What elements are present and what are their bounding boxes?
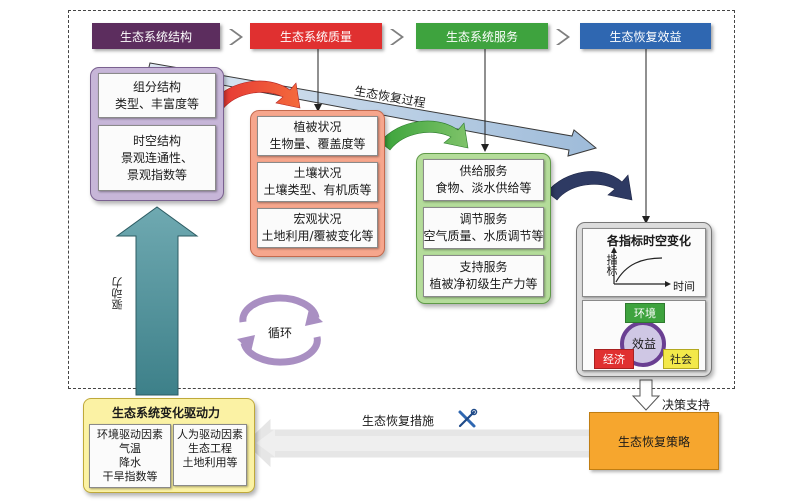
economy-tag: 经济 — [594, 349, 634, 369]
chevron-icon-2 — [390, 29, 404, 45]
driver-human-box: 人为驱动因素 生态工程 土地利用等 — [173, 424, 247, 486]
header-structure: 生态系统结构 — [92, 23, 220, 49]
driving-force-label: 驱动力 — [111, 277, 124, 310]
trend-chart-icon — [611, 247, 671, 287]
structure-component-box: 组分结构 类型、丰富度等 — [98, 73, 216, 118]
quality-macro-box: 宏观状况 土地利用/覆被变化等 — [257, 208, 378, 248]
header-benefit: 生态恢复效益 — [580, 23, 711, 49]
service-regulation-box: 调节服务 空气质量、水质调节等 — [423, 207, 544, 249]
trend-y-label: 指标 — [605, 254, 618, 276]
structure-spatiotemporal-box: 时空结构 景观连通性、 景观指数等 — [98, 125, 216, 191]
driver-title: 生态系统变化驱动力 — [112, 406, 221, 420]
cycle-arrow-bottom — [240, 336, 321, 366]
decision-arrow — [631, 379, 661, 411]
service-support-box: 支持服务 植被净初级生产力等 — [423, 255, 544, 297]
driving-force-arrow — [115, 206, 199, 396]
driver-env-box: 环境驱动因素 气温 降水 干旱指数等 — [89, 424, 171, 488]
chevron-icon-1 — [229, 29, 243, 45]
quality-soil-box: 土壤状况 土壤类型、有机质等 — [257, 162, 378, 202]
restoration-measures-label: 生态恢复措施 — [362, 414, 435, 428]
strategy-box: 生态恢复策略 — [589, 412, 719, 470]
society-tag: 社会 — [663, 349, 699, 369]
cycle-arrow-top — [239, 294, 320, 323]
benefit-trend-box — [582, 228, 706, 297]
trend-x-label: 时间 — [673, 280, 695, 293]
dashed-frame — [68, 10, 735, 389]
service-provision-box: 供给服务 食物、淡水供给等 — [423, 159, 544, 201]
cycle-label: 循环 — [268, 326, 293, 340]
tool-icon — [458, 408, 478, 428]
curve-arrow-green — [379, 120, 469, 151]
quality-vegetation-box: 植被状况 生物量、覆盖度等 — [257, 116, 378, 156]
header-service: 生态系统服务 — [416, 23, 548, 49]
benefit-center-label: 效益 — [632, 337, 657, 351]
header-quality: 生态系统质量 — [250, 23, 382, 49]
chevron-icon-3 — [556, 29, 570, 45]
decision-support-label: 决策支持 — [662, 398, 711, 412]
curve-arrow-navy — [546, 171, 633, 201]
benefit-title: 各指标时空变化 — [607, 234, 692, 248]
environment-tag: 环境 — [625, 303, 665, 323]
curve-arrow-red — [211, 80, 301, 111]
